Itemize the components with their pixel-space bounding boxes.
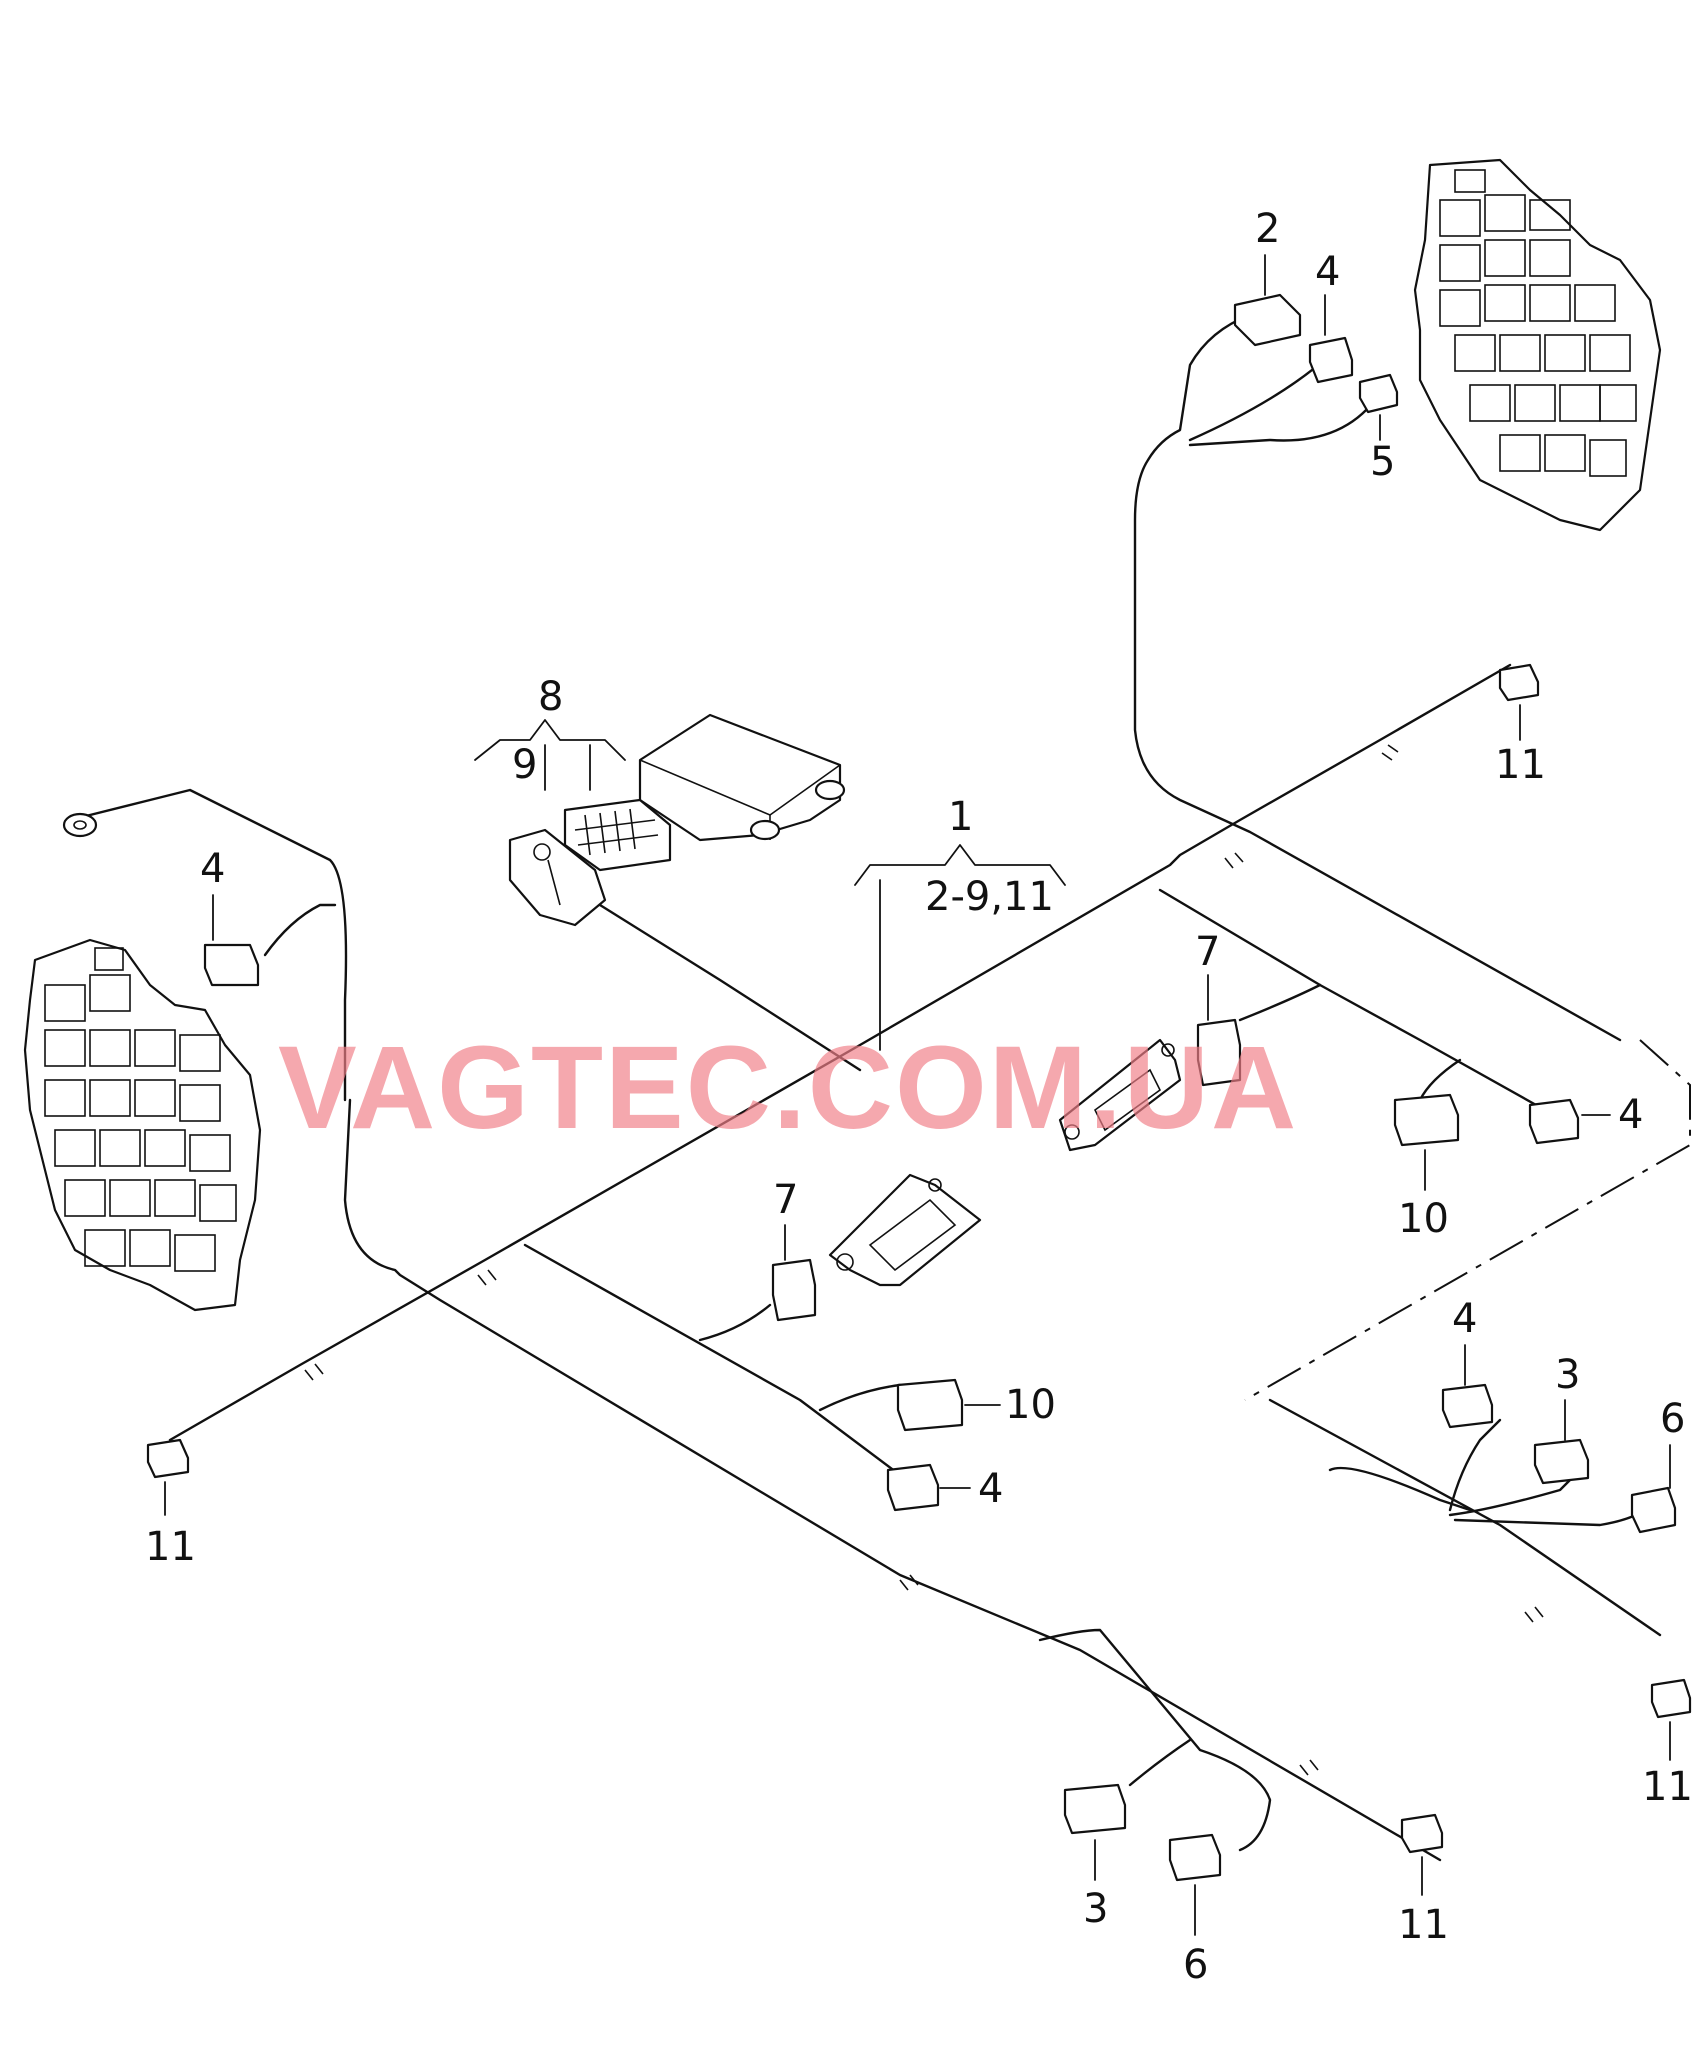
callout-3: 3	[1555, 1352, 1580, 1398]
fuse-relay-carrier-left	[23, 938, 262, 1312]
harness-wires	[68, 313, 1662, 1862]
watermark-text: VAGTEC.COM.UA	[278, 1022, 1298, 1154]
connector-housing-9	[508, 828, 607, 927]
callout-7: 7	[1195, 929, 1220, 975]
fuse-relay-carrier-right	[1413, 158, 1662, 532]
callout-1: 1	[948, 794, 973, 840]
callout-range: 2-9,11	[925, 874, 1054, 920]
connectors	[146, 293, 1692, 1882]
leader-lines	[164, 254, 1671, 1936]
callout-4: 4	[1315, 249, 1340, 295]
callout-4: 4	[1618, 1092, 1643, 1138]
callout-6: 6	[1183, 1942, 1208, 1988]
callout-3: 3	[1083, 1886, 1108, 1932]
detail-bracket	[1244, 1039, 1691, 1401]
callout-10: 10	[1005, 1382, 1056, 1428]
callout-4: 4	[200, 846, 225, 892]
callout-8: 8	[538, 674, 563, 720]
crash-sensor-lower	[828, 1173, 982, 1287]
ring-terminal	[62, 812, 98, 838]
callout-4: 4	[978, 1466, 1003, 1512]
callout-labels: 2 4 5 8 9 1 2-9,11 11 4 7 4 10 7 10 4 11…	[145, 206, 1692, 1988]
callout-11: 11	[1495, 742, 1546, 788]
callout-5: 5	[1370, 439, 1395, 485]
callout-6: 6	[1660, 1396, 1685, 1442]
crash-sensor-upper	[1058, 1038, 1182, 1152]
callout-11: 11	[145, 1524, 196, 1570]
airbag-control-unit	[638, 713, 846, 842]
callout-7: 7	[773, 1177, 798, 1223]
callout-4: 4	[1452, 1296, 1477, 1342]
callout-10: 10	[1398, 1196, 1449, 1242]
callout-11: 11	[1398, 1902, 1449, 1948]
callout-2: 2	[1255, 206, 1280, 252]
label-brackets	[474, 719, 1066, 886]
callout-9: 9	[512, 742, 537, 788]
callout-11: 11	[1642, 1764, 1692, 1810]
wire-break-marks	[304, 744, 1544, 1776]
